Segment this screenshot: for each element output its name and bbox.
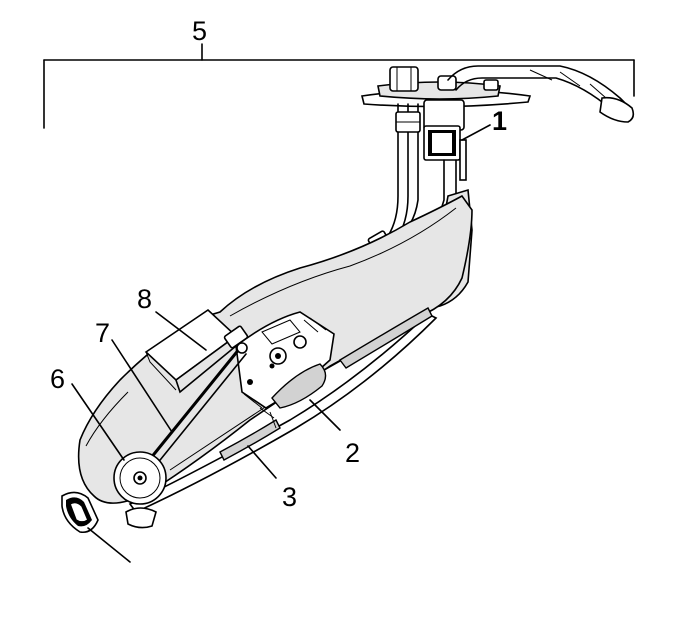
callout-1: 1 <box>492 106 507 136</box>
callout-8: 8 <box>137 284 152 314</box>
callout-2: 2 <box>345 438 360 468</box>
fuel-pump-assembly <box>223 311 335 419</box>
callout-3: 3 <box>282 482 297 512</box>
callout-6: 6 <box>50 364 65 394</box>
callout-5: 5 <box>192 16 207 46</box>
callout-7: 7 <box>95 318 110 348</box>
assembly-bracket <box>43 43 635 129</box>
leader-lines <box>71 124 491 479</box>
fuel-feed-tube <box>447 65 635 123</box>
float-pivot-disc <box>113 451 167 505</box>
float-arm <box>144 342 248 471</box>
module-cover-flange <box>361 66 532 108</box>
fuel-strainer <box>61 491 157 563</box>
